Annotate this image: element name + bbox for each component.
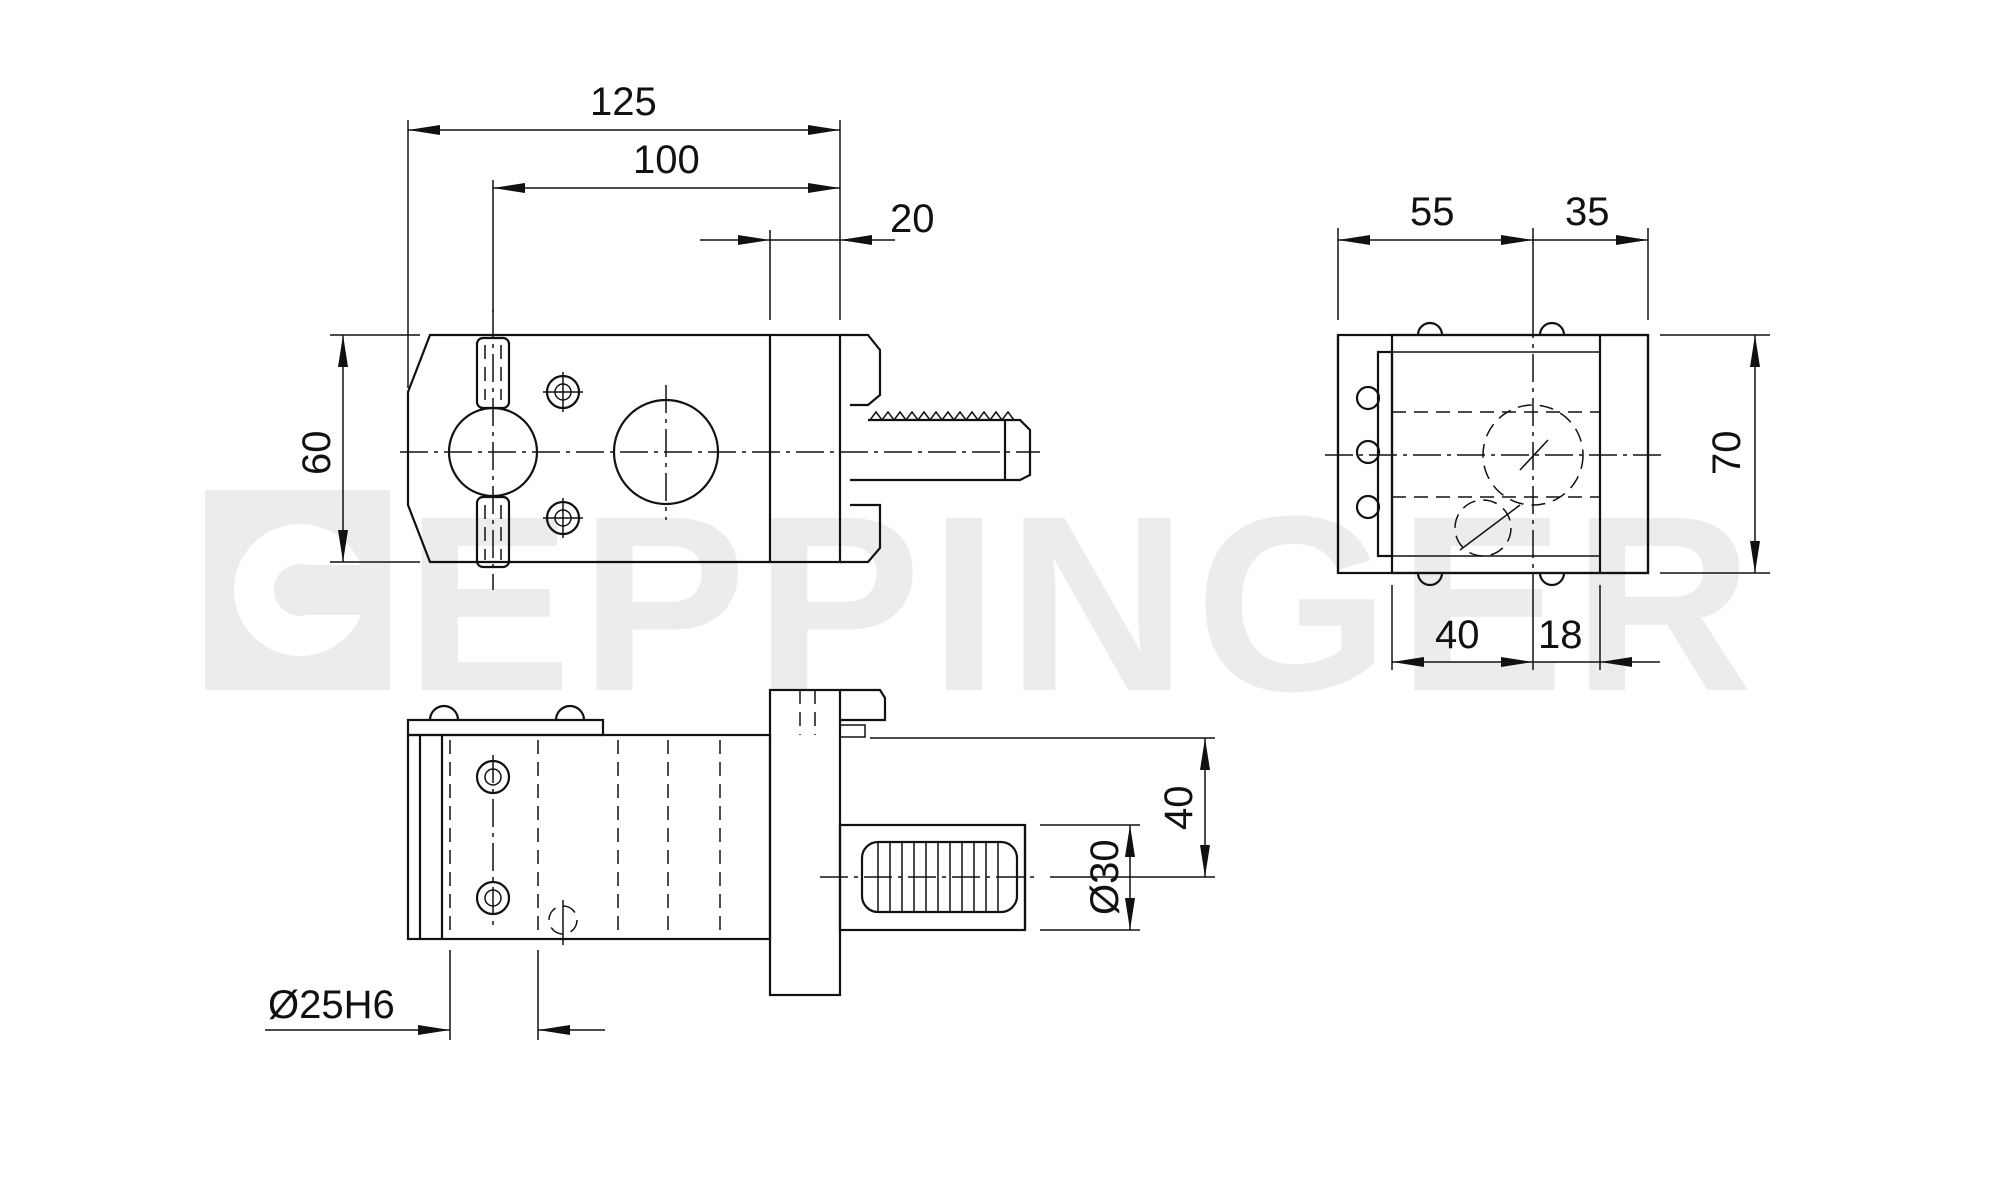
dim-height-60: 60 [295, 431, 339, 476]
side-view-dimensions [265, 737, 1215, 1040]
dim-end-bottom-right: 18 [1538, 613, 1583, 657]
dim-end-left-width: 55 [1410, 190, 1455, 234]
side-view [406, 688, 1040, 997]
dim-bore-diameter: Ø25H6 [268, 983, 395, 1027]
dim-overall-length: 125 [590, 80, 657, 124]
dim-center-height-40: 40 [1157, 786, 1201, 831]
dim-shank-diameter: Ø30 [1083, 839, 1127, 915]
end-view-dimensions [1337, 228, 1770, 670]
dim-end-bottom-left: 40 [1435, 613, 1480, 657]
dim-end-height-70: 70 [1705, 431, 1749, 476]
watermark-logo [205, 490, 390, 690]
top-view-dimensions [330, 120, 895, 563]
top-view [400, 310, 1040, 590]
dim-bore-to-flange: 100 [633, 138, 700, 182]
dim-end-right-width: 35 [1565, 190, 1610, 234]
end-view [1325, 310, 1665, 590]
dim-flange-width: 20 [890, 197, 935, 241]
watermark-text: EPPINGER [405, 464, 1761, 743]
